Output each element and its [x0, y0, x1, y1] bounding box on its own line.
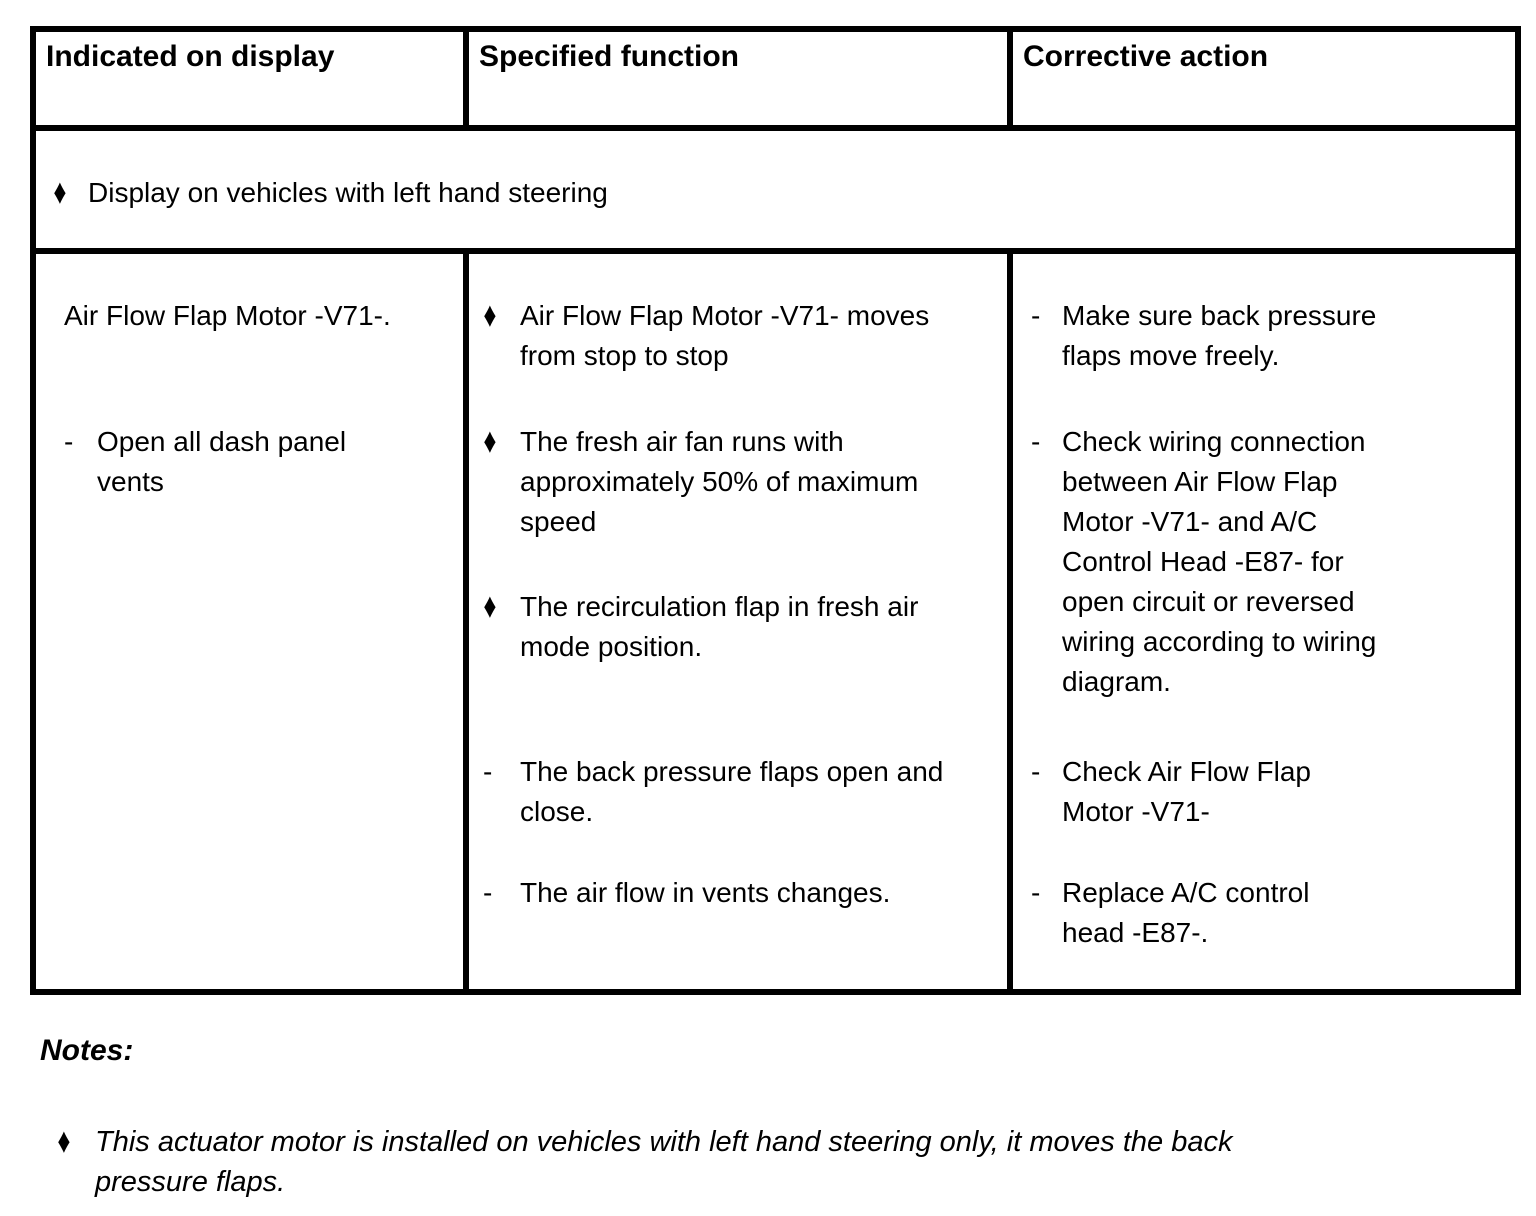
dash-bullet: -: [483, 877, 493, 908]
dash-bullet: -: [1031, 756, 1041, 787]
list-item-text: Open all dash panel vents: [97, 426, 347, 497]
header-corrective-action: Corrective action: [1007, 32, 1515, 125]
cell-specified-function: ♦ Air Flow Flap Motor -V71- moves from s…: [463, 248, 1007, 989]
note-text: This actuator motor is installed on vehi…: [95, 1126, 1233, 1198]
list-item: - Make sure back pressure flaps move fre…: [1031, 296, 1507, 376]
banner-text: Display on vehicles with left hand steer…: [88, 177, 608, 208]
list-item: ♦ The fresh air fan runs with approximat…: [483, 421, 999, 542]
header-label: Corrective action: [1023, 40, 1269, 73]
list-item-text: Make sure back pressure flaps move freel…: [1062, 300, 1377, 371]
list-item-text: Replace A/C control head -E87-.: [1062, 877, 1310, 948]
header-indicated-on-display: Indicated on display: [36, 32, 463, 125]
dash-bullet: -: [483, 756, 493, 787]
diamond-bullet-icon: ♦: [483, 586, 497, 626]
header-label: Indicated on display: [46, 40, 335, 73]
list-item-text: The air flow in vents changes.: [520, 877, 891, 908]
list-item: - Check Air Flow Flap Motor -V71-: [1031, 752, 1507, 832]
dash-bullet: -: [1031, 426, 1041, 457]
list-item: ♦ The recirculation flap in fresh air mo…: [483, 586, 999, 667]
note-item: ♦ This actuator motor is installed on ve…: [57, 1121, 1317, 1202]
dash-bullet: -: [64, 426, 74, 457]
diamond-bullet-icon: ♦: [483, 295, 497, 335]
list-item: - The air flow in vents changes.: [483, 873, 999, 913]
cell-indicated-on-display: Air Flow Flap Motor -V71-. - Open all da…: [36, 248, 463, 989]
list-item-text: The recirculation flap in fresh air mode…: [520, 591, 919, 662]
header-label: Specified function: [479, 40, 740, 73]
diamond-bullet-icon: ♦: [53, 172, 67, 212]
list-item-text: Check wiring connection between Air Flow…: [1062, 426, 1377, 697]
header-specified-function: Specified function: [463, 32, 1007, 125]
diagnostic-table: Indicated on display Specified function …: [30, 26, 1521, 995]
diamond-bullet-icon: ♦: [57, 1121, 71, 1161]
diamond-bullet-icon: ♦: [483, 421, 497, 461]
list-item: - Check wiring connection between Air Fl…: [1031, 422, 1507, 702]
list-item: ♦ Air Flow Flap Motor -V71- moves from s…: [483, 295, 999, 376]
list-item: - Open all dash panel vents: [64, 422, 455, 502]
banner-row: ♦ Display on vehicles with left hand ste…: [36, 125, 1515, 248]
component-title: Air Flow Flap Motor -V71-.: [64, 300, 391, 331]
cell-corrective-action: - Make sure back pressure flaps move fre…: [1007, 248, 1515, 989]
list-item-text: Air Flow Flap Motor -V71- moves from sto…: [520, 300, 930, 371]
list-item: - Replace A/C control head -E87-.: [1031, 873, 1507, 953]
banner-item: ♦ Display on vehicles with left hand ste…: [53, 172, 1515, 213]
notes-heading: Notes:: [40, 1034, 134, 1067]
dash-bullet: -: [1031, 877, 1041, 908]
dash-bullet: -: [1031, 300, 1041, 331]
list-item-text: The back pressure flaps open and close.: [520, 756, 944, 827]
list-item-text: The fresh air fan runs with approximatel…: [520, 426, 919, 537]
list-item: - The back pressure flaps open and close…: [483, 752, 999, 832]
list-item-text: Check Air Flow Flap Motor -V71-: [1062, 756, 1311, 827]
